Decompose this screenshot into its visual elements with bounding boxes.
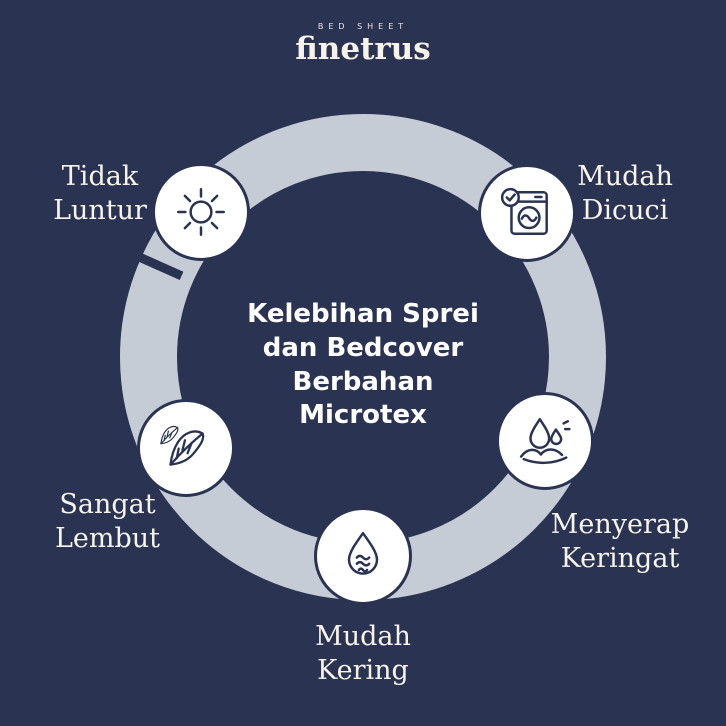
logo-tagline: BED SHEET [317,22,409,31]
label-line: Luntur [53,195,147,227]
label-line: Keringat [560,543,680,575]
water-drop-icon [347,531,379,575]
feature-badge-sangat-lembut [137,399,235,497]
feature-label-tidak-luntur: Tidak Luntur [30,160,170,228]
title-line-1: Kelebihan Sprei [247,299,479,329]
page-title: Kelebihan Sprei dan Bedcover Berbahan Mi… [238,298,488,433]
label-line: Mudah [315,621,411,652]
feature-label-mudah-kering: Mudah Kering [293,620,433,688]
logo-brand-name: finetrus [295,31,431,67]
feature-badge-mudah-dicuci [478,164,576,262]
feather-icon [160,425,205,466]
title-line-3: Berbahan [292,366,434,397]
label-line: Tidak [61,161,139,192]
title-line-4: Microtex [299,400,427,431]
sweat-droplets-icon [519,418,571,465]
title-line-2: dan Bedcover [262,332,464,363]
brand-logo: BED SHEET finetrus [0,22,726,66]
sun-icon [176,187,226,237]
feature-label-mudah-dicuci: Mudah Dicuci [555,160,695,228]
feature-badge-tidak-luntur [152,163,250,261]
label-line: Dicuci [581,195,669,227]
label-line: Mudah [577,161,673,192]
label-line: Sangat [59,489,156,520]
label-line: Kering [317,655,409,687]
label-line: Lembut [54,523,161,555]
feature-badge-mudah-kering [314,507,412,605]
label-line: Menyerap [550,509,690,540]
feature-label-sangat-lembut: Sangat Lembut [35,488,180,556]
feature-badge-menyerap-keringat [496,392,594,490]
washing-machine-icon [500,187,548,235]
feature-label-menyerap-keringat: Menyerap Keringat [540,508,700,576]
